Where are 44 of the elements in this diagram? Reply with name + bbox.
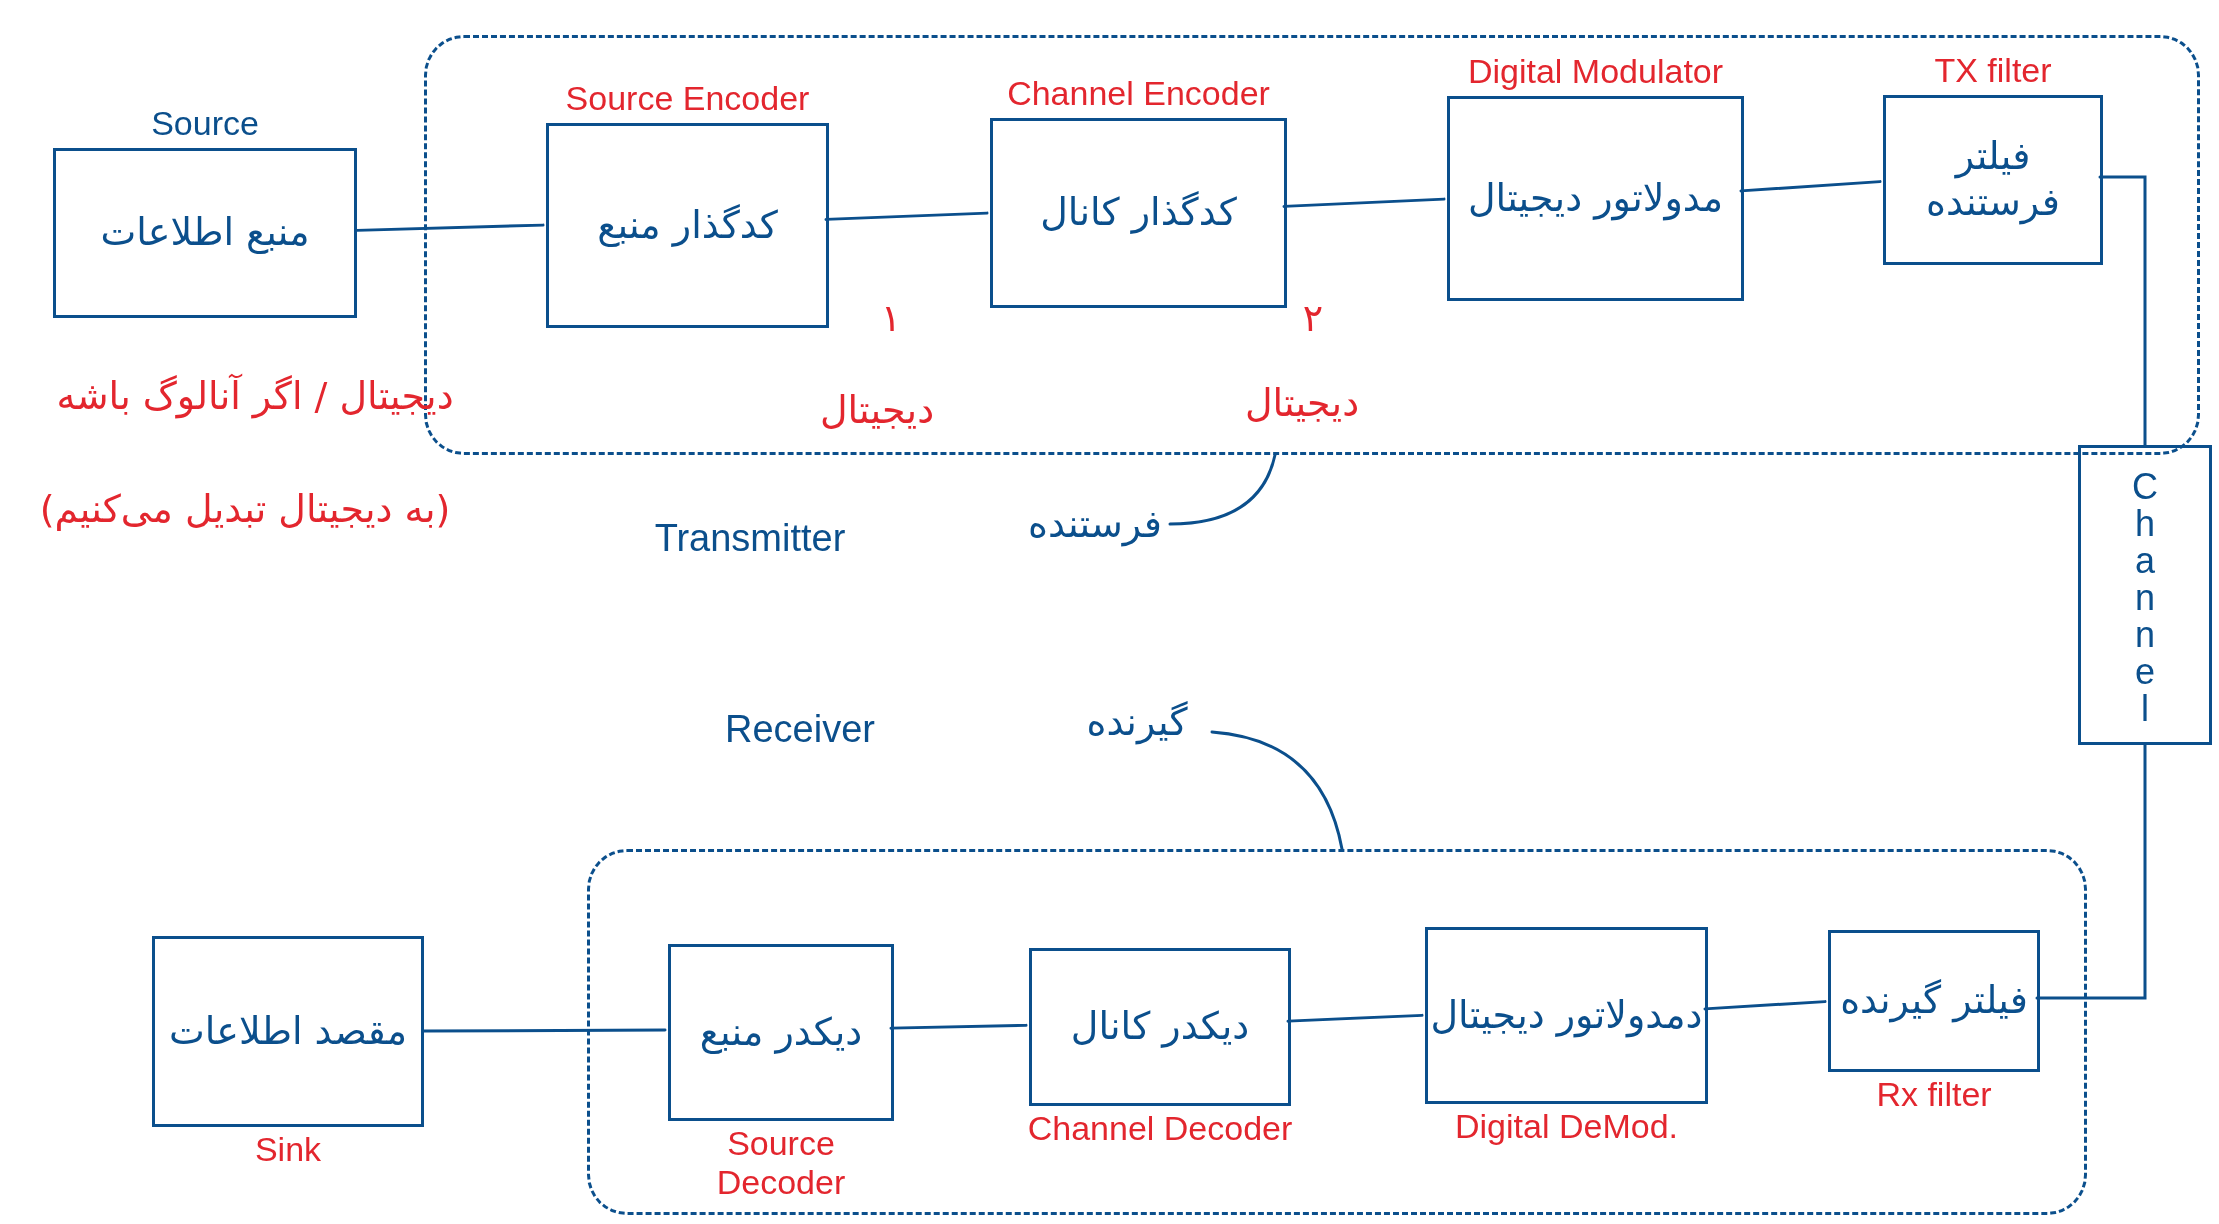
connector-line: [889, 1023, 1028, 1030]
connector-line: [824, 211, 989, 221]
heading-text: Source Decoder: [715, 1124, 847, 1203]
heading-text: Digital DeMod.: [1455, 1107, 1678, 1147]
heading-text: Channel Encoder: [1007, 73, 1270, 113]
note-text: دیجیتال: [1244, 381, 1360, 425]
connector-line: [1282, 197, 1446, 208]
box-text: مقصد اطلاعات: [168, 1008, 408, 1055]
handwritten-label: فرستنده: [1020, 499, 1170, 549]
note-text: ۱: [880, 296, 902, 340]
note-text: ۲: [1302, 296, 1324, 340]
box-text: فیلتر فرستنده: [1925, 134, 2061, 226]
note-text: Receiver: [725, 707, 875, 751]
heading-text: Source Encoder: [565, 78, 810, 118]
connector-line: [422, 1028, 667, 1033]
handwritten-label: گیرنده: [1062, 697, 1212, 747]
heading-text: TX filter: [1934, 50, 2052, 90]
note-text: Transmitter: [654, 516, 846, 560]
heading-text: Source: [151, 103, 259, 143]
heading-text: Channel Decoder: [1027, 1109, 1293, 1149]
box-text: کدگذار منبع: [597, 202, 778, 249]
heading-text: Sink: [254, 1130, 322, 1170]
heading-text: Rx filter: [1876, 1075, 1992, 1115]
note-text: (به دیجیتال تبدیل می‌کنیم): [39, 487, 451, 531]
leader-line: [1210, 730, 1344, 851]
connector-line: [1739, 180, 1882, 193]
box-text: دیکدر کانال: [1070, 1004, 1250, 1050]
box-text: دیکدر منبع: [699, 1009, 863, 1056]
connector-line: [355, 223, 545, 232]
connector-line: [2035, 743, 2147, 1000]
note-text: دیجیتال / اگر آنالوگ باشه: [56, 374, 454, 418]
heading-text: Digital Modulator: [1467, 51, 1724, 91]
box-text: دمدولاتور دیجیتال: [1430, 992, 1703, 1039]
box-text: منبع اطلاعات: [100, 210, 310, 256]
box-text: فیلتر گیرنده: [1840, 978, 2028, 1024]
box-text: کدگذار کانال: [1040, 190, 1237, 236]
dashed-region: [587, 849, 2087, 1215]
connector-line: [1703, 1000, 1827, 1011]
connector-line: [1286, 1013, 1424, 1023]
connector-line: [2098, 175, 2147, 447]
box-text: مدولاتور دیجیتال: [1467, 175, 1724, 222]
note-text: دیجیتال: [819, 388, 935, 432]
channel-box: Channel: [2078, 445, 2212, 745]
leader-line: [1168, 453, 1277, 526]
